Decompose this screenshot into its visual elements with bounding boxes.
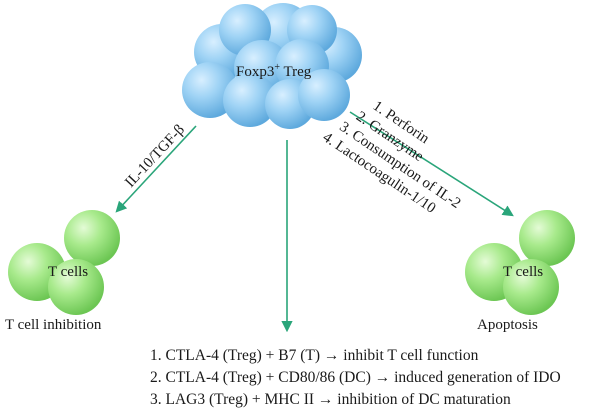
mechanism-1: 1. CTLA-4 (Treg) + B7 (T) → inhibit T ce… <box>150 347 479 364</box>
tcell-sphere <box>64 210 120 266</box>
left-caption: T cell inhibition <box>5 317 102 333</box>
left-cells-label: T cells <box>48 264 88 280</box>
treg-label: Foxp3+ Treg <box>236 62 312 80</box>
tcell-sphere <box>503 259 559 315</box>
treg-sphere <box>223 73 277 127</box>
right-arrow <box>349 111 514 217</box>
right-tcell-cluster <box>465 210 575 315</box>
right-caption: Apoptosis <box>477 317 538 333</box>
treg-sphere <box>298 69 350 121</box>
tcell-sphere <box>48 259 104 315</box>
left-arrow-label: IL-10/TGF-β <box>122 122 188 191</box>
mechanism-2: 2. CTLA-4 (Treg) + CD80/86 (DC) → induce… <box>150 369 561 386</box>
left-tcell-cluster <box>8 210 120 315</box>
left-arrow <box>115 125 197 213</box>
mechanism-3: 3. LAG3 (Treg) + MHC II → inhibition of … <box>150 391 511 408</box>
treg-cluster <box>182 3 362 129</box>
tcell-sphere <box>519 210 575 266</box>
right-cells-label: T cells <box>503 264 543 280</box>
